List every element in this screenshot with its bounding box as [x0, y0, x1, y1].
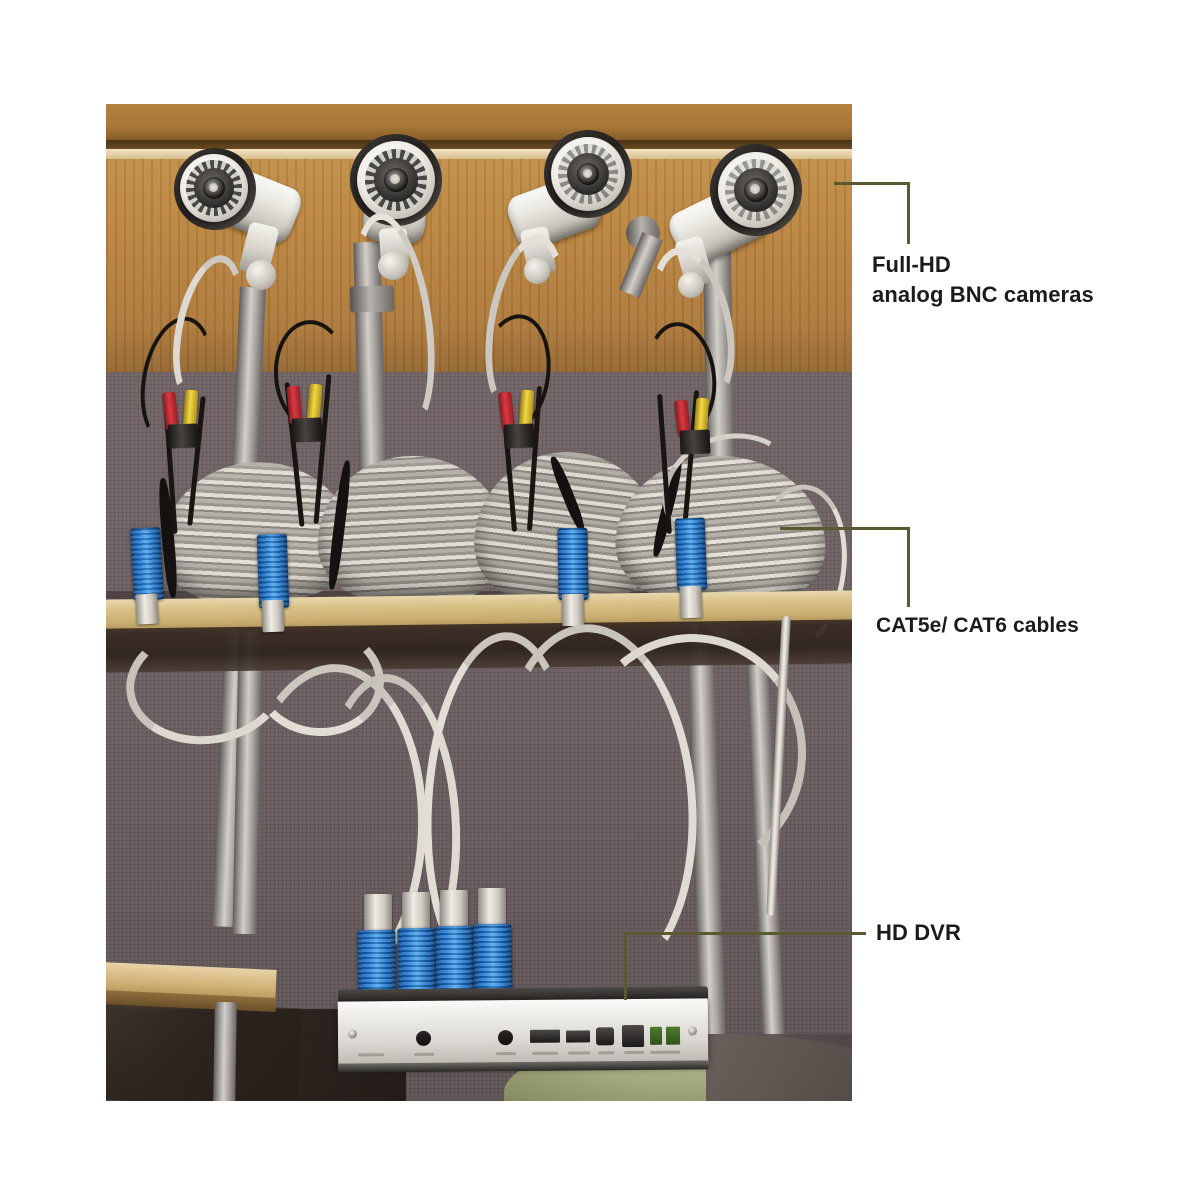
- cctv-installation-photo: [106, 104, 852, 1101]
- rj45-shelf-4: [679, 585, 703, 619]
- leader-line-cameras-horizontal: [834, 182, 910, 185]
- dvr-port-label-4: [568, 1051, 591, 1055]
- video-balun-shelf-3: [557, 527, 589, 601]
- rj45-shelf-2: [261, 599, 285, 633]
- callout-cameras-line1: Full-HD: [872, 252, 951, 277]
- wall-top-trim: [106, 104, 852, 144]
- floor-shadow: [706, 1034, 852, 1101]
- camera-4-knuckle: [678, 272, 704, 298]
- dvr-model-label: [358, 1053, 385, 1057]
- dvr-bnc-port-2[interactable]: [497, 1030, 514, 1046]
- callout-dvr-label: HD DVR: [876, 920, 961, 945]
- dvr-port-label-1: [414, 1052, 435, 1056]
- rj45-shelf-3: [561, 593, 585, 627]
- dvr-screw-right: [687, 1026, 698, 1036]
- leader-line-dvr-vertical: [624, 932, 627, 1000]
- callout-cameras-label: Full-HD analog BNC cameras: [872, 250, 1094, 310]
- camera-2-knuckle: [378, 252, 408, 280]
- bnc-barrel-3: [503, 423, 535, 449]
- camera-3-lens-highlight: [583, 169, 592, 178]
- dvr-port-label-6: [624, 1050, 645, 1055]
- dvr-usb-port[interactable]: [595, 1027, 615, 1046]
- bnc-barrel-2: [291, 417, 323, 443]
- dvr-lan-port[interactable]: [621, 1024, 645, 1048]
- camera-2-lens-highlight: [390, 174, 400, 184]
- dvr-bnc-port-1[interactable]: [415, 1030, 432, 1046]
- video-balun-shelf-1: [130, 527, 164, 601]
- video-balun-shelf-4: [674, 517, 708, 591]
- dvr-port-label-2: [496, 1052, 517, 1056]
- camera-3-knuckle: [524, 258, 550, 284]
- camera-1-lens-highlight: [209, 183, 218, 192]
- dvr-alarm-terminal[interactable]: [649, 1026, 663, 1045]
- wall-trim-highlight: [106, 149, 852, 159]
- dvr-hdmi-port[interactable]: [529, 1029, 561, 1043]
- dvr-port-label-5: [598, 1051, 615, 1055]
- video-balun-shelf-2: [256, 533, 290, 609]
- bnc-barrel-4: [679, 429, 711, 455]
- camera-1-knuckle: [246, 260, 276, 290]
- wall-trim-shadow: [106, 140, 852, 149]
- bnc-barrel-1: [167, 423, 199, 449]
- dvr-port-label-7: [650, 1050, 681, 1054]
- leader-line-cameras-vertical: [907, 182, 910, 244]
- callout-cables-label: CAT5e/ CAT6 cables: [876, 614, 1079, 637]
- camera-4-lens-highlight: [750, 184, 760, 194]
- table-leg-pipe: [213, 1001, 237, 1101]
- dvr-power-terminal[interactable]: [665, 1026, 681, 1045]
- dvr-port-label-3: [532, 1051, 559, 1055]
- callout-cameras-line2: analog BNC cameras: [872, 282, 1094, 307]
- dvr-screw-left: [347, 1029, 358, 1039]
- rj45-shelf-1: [135, 593, 159, 625]
- dvr-vga-port[interactable]: [565, 1030, 591, 1043]
- dvr-rear-panel: [337, 998, 709, 1068]
- leader-line-dvr-horizontal: [624, 932, 866, 935]
- leader-line-cables-horizontal: [780, 527, 910, 530]
- leader-line-cables-vertical: [907, 527, 910, 607]
